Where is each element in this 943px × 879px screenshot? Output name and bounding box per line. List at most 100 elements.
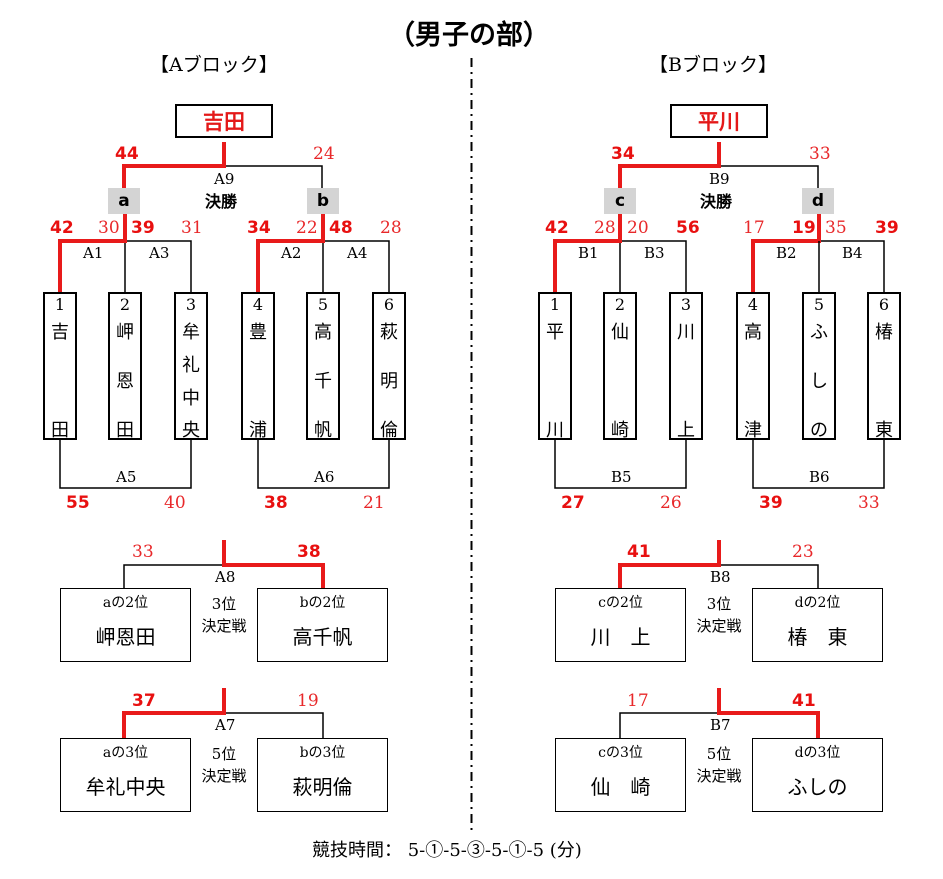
team-seed: 3 <box>680 295 692 314</box>
a8-code: A8 <box>215 568 236 586</box>
b-pair2-score-right: 33 <box>858 493 880 513</box>
team-name-char: 田 <box>116 420 134 441</box>
a-pair1-score-left: 55 <box>66 493 90 513</box>
team-name-char: 高 <box>314 322 332 343</box>
a-semi2-score-top: 34 <box>247 218 271 238</box>
b-pair2-line <box>752 440 885 489</box>
team-name-char: ふ <box>810 322 828 343</box>
team-name-char: 岬 <box>116 322 134 343</box>
block-b-label: 【Bブロック】 <box>649 54 777 76</box>
team-name-char: の <box>810 420 828 441</box>
team-name-char: 田 <box>51 420 69 441</box>
badge-c: c <box>604 188 636 214</box>
b-final-label: 決勝 <box>700 192 733 211</box>
placement-rank: aの3位 <box>102 745 149 761</box>
b-pair2-score-left: 39 <box>759 493 783 513</box>
team-name-char: 平 <box>546 322 564 343</box>
team-name-char: 明 <box>380 371 398 392</box>
b-semi1-code-a: B1 <box>578 244 599 262</box>
match-time-note: 競技時間： 5-①-5-③-5-①-5 (分) <box>312 840 582 861</box>
placement-box: bの2位 高千帆 <box>257 588 388 662</box>
badge-d: d <box>802 188 834 214</box>
a-semi1-score-mid-left: 30 <box>98 218 120 238</box>
b-semi1-code-b: B3 <box>644 244 665 262</box>
b-semi1-right <box>620 240 687 292</box>
b8-code: B8 <box>710 568 731 586</box>
a-final-score-left: 44 <box>115 144 139 164</box>
a7-mid-line2: 決定戦 <box>201 766 247 785</box>
team-name-char: 高 <box>744 322 762 343</box>
placement-box: bの3位 萩明倫 <box>257 738 388 812</box>
b-semi2-score-top: 17 <box>743 218 765 238</box>
a7-mid-line1: 5位 <box>211 745 237 763</box>
a7-mid-label: 5位 決定戦 <box>192 744 256 788</box>
b-semi2-score-mid-left: 19 <box>792 218 816 238</box>
b-pair1-code: B5 <box>611 468 632 486</box>
team-name-char: 牟 <box>182 322 200 343</box>
b-final-win-line <box>618 142 721 188</box>
b7-code: B7 <box>710 716 731 734</box>
b8-mid-label: 3位 決定戦 <box>687 594 751 638</box>
team-seed: 2 <box>614 295 626 314</box>
a7-code: A7 <box>215 716 236 734</box>
a-semi1-code-b: A3 <box>149 244 170 262</box>
a8-mid-line2: 決定戦 <box>201 616 247 635</box>
placement-rank: aの2位 <box>102 595 149 611</box>
b-semi1-score-mid-left: 28 <box>594 218 616 238</box>
b-winner-box: 平川 <box>670 104 768 138</box>
page-title: （男子の部） <box>388 20 550 51</box>
placement-rank: bの2位 <box>299 595 346 611</box>
a-final-label: 決勝 <box>205 192 238 211</box>
a-semi2-score-mid-right: 48 <box>329 218 353 238</box>
b8-score-left: 41 <box>627 542 651 562</box>
b8-win <box>618 540 721 588</box>
team-seed: 2 <box>119 295 131 314</box>
placement-box: dの3位 ふしの <box>752 738 883 812</box>
a7-score-left: 37 <box>132 691 156 711</box>
a8-score-left: 33 <box>132 542 154 562</box>
team-box: 3 牟 礼 中 央 <box>174 292 208 440</box>
b-final-score-right: 33 <box>809 144 831 164</box>
team-name-char: 恩 <box>116 371 134 392</box>
a-winner-box: 吉田 <box>175 104 273 138</box>
team-name-char: 千 <box>314 371 332 392</box>
a-pair2-score-right: 21 <box>363 493 385 513</box>
a-pair1-code: A5 <box>116 468 137 486</box>
team-seed: 3 <box>185 295 197 314</box>
placement-team: 岬恩田 <box>95 625 156 649</box>
team-name-char: 津 <box>744 420 762 441</box>
placement-team: 椿 東 <box>787 625 848 649</box>
a-semi1-win <box>58 214 127 292</box>
a-semi2-code-b: A4 <box>347 244 368 262</box>
b7-score-left: 17 <box>627 691 649 711</box>
a-semi2-win <box>256 214 325 292</box>
b-semi2-score-mid-right: 35 <box>825 218 847 238</box>
team-name-char: 椿 <box>875 322 893 343</box>
b-pair1-score-left: 27 <box>561 493 585 513</box>
b-semi2-score-right: 39 <box>875 218 899 238</box>
b7-mid-label: 5位 決定戦 <box>687 744 751 788</box>
placement-box: cの3位 仙 崎 <box>555 738 686 812</box>
b-pair1-line <box>554 440 687 489</box>
placement-rank: cの3位 <box>598 745 643 761</box>
team-box: 2 仙 崎 <box>603 292 637 440</box>
team-box: 5 高 千 帆 <box>306 292 340 440</box>
a8-mid-line1: 3位 <box>211 595 237 613</box>
placement-rank: bの3位 <box>299 745 346 761</box>
team-seed: 4 <box>252 295 264 314</box>
b7-score-right: 41 <box>792 691 816 711</box>
b-semi1-score-top: 42 <box>545 218 569 238</box>
placement-team: 牟礼中央 <box>85 775 166 799</box>
a-semi1-code-a: A1 <box>83 244 104 262</box>
team-name-char: 仙 <box>611 322 629 343</box>
team-seed: 6 <box>383 295 395 314</box>
placement-box: dの2位 椿 東 <box>752 588 883 662</box>
team-box: 2 岬 恩 田 <box>108 292 142 440</box>
b-semi1-score-mid-right: 20 <box>627 218 649 238</box>
team-name-char: 浦 <box>249 420 267 441</box>
a-semi1-score-right: 31 <box>181 218 203 238</box>
placement-team: 川 上 <box>590 625 651 649</box>
team-name-char: 崎 <box>611 420 629 441</box>
